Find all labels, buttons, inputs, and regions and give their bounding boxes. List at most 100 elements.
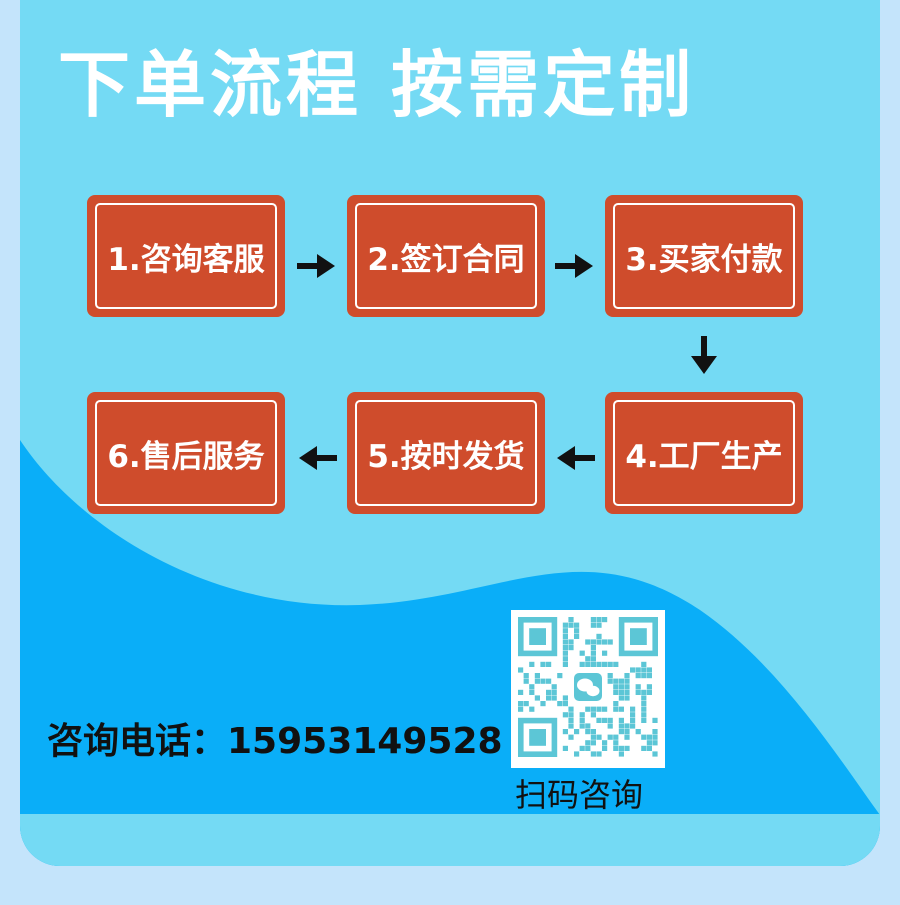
qr-module <box>551 689 557 695</box>
qr-module <box>641 661 647 667</box>
qr-module <box>646 734 652 740</box>
qr-module <box>624 689 630 695</box>
qr-module <box>562 701 568 707</box>
qr-module <box>534 695 540 701</box>
qr-module <box>518 667 524 673</box>
qr-module <box>568 723 574 729</box>
step-label: 5.按时发货 <box>367 438 525 475</box>
qr-module <box>618 745 624 751</box>
qr-module <box>652 734 658 740</box>
qr-module <box>562 712 568 718</box>
qr-module <box>568 639 574 645</box>
qr-caption: 扫码咨询 <box>515 776 644 814</box>
qr-module <box>641 701 647 707</box>
qr-module <box>590 729 596 735</box>
qr-module <box>613 689 619 695</box>
qr-module <box>641 712 647 718</box>
qr-module <box>607 678 613 684</box>
qr-module <box>579 717 585 723</box>
qr-module <box>562 622 568 628</box>
qr-module <box>574 628 580 634</box>
qr-module <box>635 667 641 673</box>
qr-module <box>585 706 591 712</box>
step-frame: 1.咨询客服 <box>95 203 277 309</box>
qr-module <box>641 695 647 701</box>
qr-module <box>529 689 535 695</box>
qr-module <box>596 717 602 723</box>
step-frame: 3.买家付款 <box>613 203 795 309</box>
arrow-left-icon <box>557 446 595 470</box>
step-frame: 6.售后服务 <box>95 400 277 506</box>
qr-module <box>607 717 613 723</box>
qr-module <box>579 745 585 751</box>
qr-module <box>551 684 557 690</box>
qr-code[interactable] <box>511 610 665 768</box>
qr-module <box>602 661 608 667</box>
qr-module <box>562 650 568 656</box>
qr-module <box>624 729 630 735</box>
qr-module <box>602 617 608 623</box>
qr-module <box>630 717 636 723</box>
qr-module <box>630 723 636 729</box>
qr-module <box>607 639 613 645</box>
qr-module <box>646 745 652 751</box>
qr-module <box>613 740 619 746</box>
qr-module <box>613 661 619 667</box>
qr-pattern <box>518 617 658 757</box>
qr-module <box>585 729 591 735</box>
qr-module <box>590 734 596 740</box>
qr-module <box>540 661 546 667</box>
flow-card: 下单流程 按需定制 1.咨询客服 2.签订合同 3.买家付款 4.工厂生产 5.… <box>20 0 880 866</box>
qr-module <box>613 701 619 707</box>
qr-module <box>585 740 591 746</box>
arrow-right-icon <box>555 254 593 278</box>
qr-module <box>534 673 540 679</box>
qr-module <box>652 751 658 757</box>
qr-module <box>574 729 580 735</box>
qr-module <box>568 717 574 723</box>
qr-module <box>590 740 596 746</box>
qr-module <box>540 678 546 684</box>
qr-module <box>523 701 529 707</box>
qr-module <box>557 673 563 679</box>
qr-module <box>635 673 641 679</box>
qr-finder-core <box>630 628 647 645</box>
qr-module <box>613 734 619 740</box>
step-buyer-payment: 3.买家付款 <box>605 195 803 317</box>
step-frame: 2.签订合同 <box>355 203 537 309</box>
qr-module <box>602 706 608 712</box>
qr-module <box>546 678 552 684</box>
qr-module <box>618 723 624 729</box>
qr-module <box>596 639 602 645</box>
qr-module <box>652 740 658 746</box>
qr-module <box>630 667 636 673</box>
qr-finder-core <box>529 729 546 746</box>
qr-module <box>562 633 568 639</box>
step-consult-service: 1.咨询客服 <box>87 195 285 317</box>
qr-module <box>590 656 596 662</box>
qr-module <box>574 751 580 757</box>
qr-module <box>518 689 524 695</box>
qr-module <box>613 745 619 751</box>
qr-module <box>590 639 596 645</box>
qr-module <box>518 701 524 707</box>
step-frame: 4.工厂生产 <box>613 400 795 506</box>
qr-module <box>652 729 658 735</box>
qr-module <box>568 734 574 740</box>
qr-module <box>562 729 568 735</box>
qr-module <box>596 751 602 757</box>
qr-module <box>602 717 608 723</box>
qr-module <box>635 689 641 695</box>
qr-module <box>529 661 535 667</box>
qr-module <box>624 745 630 751</box>
qr-module <box>534 678 540 684</box>
qr-module <box>562 695 568 701</box>
qr-module <box>607 673 613 679</box>
qr-module <box>585 661 591 667</box>
qr-module <box>596 734 602 740</box>
qr-module <box>624 723 630 729</box>
qr-module <box>562 645 568 651</box>
qr-module <box>590 712 596 718</box>
qr-module <box>641 667 647 673</box>
qr-module <box>590 661 596 667</box>
